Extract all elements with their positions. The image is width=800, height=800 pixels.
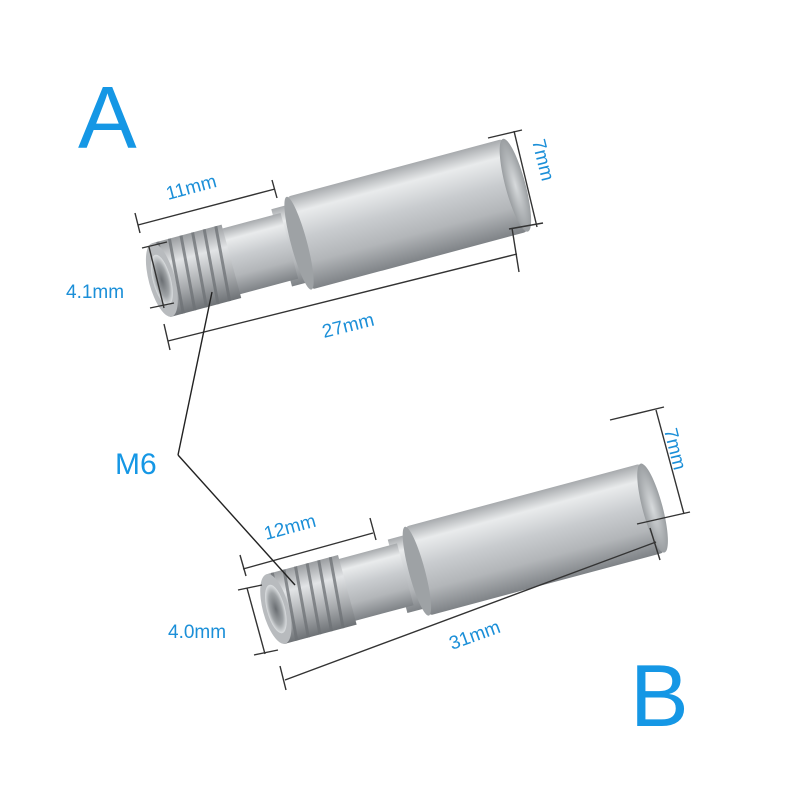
m6-pointer-lines — [177, 291, 296, 586]
part-a-inner-diameter: 4.1mm — [66, 282, 124, 303]
barrel-end-a — [499, 138, 532, 232]
part-b-thread-length: 12mm — [262, 511, 318, 545]
barrel-a — [287, 139, 527, 289]
part-a-outer-diameter: 7mm — [527, 137, 558, 183]
shoulder-a — [284, 196, 314, 290]
barrel-b — [405, 464, 664, 615]
barrel-end-b — [637, 463, 668, 553]
heatbreak-b — [260, 463, 668, 645]
part-b-total-length: 31mm — [447, 617, 504, 655]
part-b-label: B — [630, 646, 689, 745]
part-b-inner-diameter: 4.0mm — [168, 622, 226, 643]
neck-b — [333, 543, 414, 623]
part-a-thread-length: 11mm — [164, 171, 219, 205]
part-a-label: A — [78, 68, 137, 167]
bore-b — [265, 584, 287, 634]
thread-size-label: M6 — [115, 448, 157, 481]
dimension-lines-a — [134, 129, 544, 351]
part-b-outer-diameter: 7mm — [659, 426, 690, 472]
dimension-lines-b — [237, 406, 691, 691]
heatbreak-a-body — [145, 138, 532, 317]
thread-ridges-b — [270, 556, 345, 645]
part-a-total-length: 27mm — [320, 310, 376, 343]
shoulder-b — [402, 526, 432, 616]
bore-a — [150, 254, 173, 306]
neck-a — [216, 212, 299, 296]
heatbreak-b-body — [260, 463, 668, 645]
heatbreak-a — [145, 138, 532, 317]
